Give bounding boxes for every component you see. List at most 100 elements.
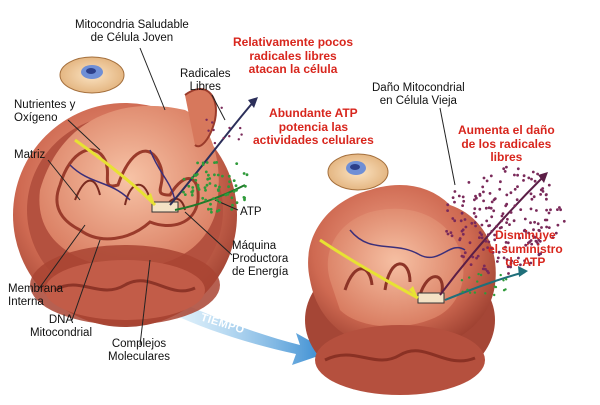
particle-dot bbox=[549, 208, 552, 212]
label-energy-machine: Máquina Productora de Energía bbox=[232, 240, 288, 279]
particle-dot bbox=[495, 224, 499, 228]
particle-dot bbox=[519, 208, 523, 212]
label-line: en Célula Vieja bbox=[379, 95, 457, 107]
particle-dot bbox=[527, 241, 530, 245]
particle-dot bbox=[536, 222, 540, 226]
label-line: Complejos bbox=[111, 338, 167, 350]
particle-dot bbox=[460, 211, 464, 215]
particle-dot bbox=[484, 267, 487, 271]
label-inner-membrane: Membrana Interna bbox=[8, 283, 63, 309]
particle-dot bbox=[232, 179, 236, 183]
particle-dot bbox=[502, 256, 506, 260]
particle-dot bbox=[498, 226, 502, 230]
particle-dot bbox=[218, 200, 222, 204]
particle-dot bbox=[477, 272, 480, 276]
note-line: de los radicales bbox=[461, 136, 552, 151]
note-line: libres bbox=[490, 150, 523, 164]
particle-dot bbox=[554, 231, 558, 235]
particle-dot bbox=[480, 223, 484, 227]
particle-dot bbox=[201, 161, 205, 165]
particle-dot bbox=[195, 172, 199, 176]
particle-dot bbox=[243, 198, 246, 202]
particle-dot bbox=[532, 228, 535, 232]
particle-dot bbox=[527, 231, 530, 235]
particle-dot bbox=[485, 219, 489, 223]
label-line: Radicales bbox=[180, 68, 231, 80]
particle-dot bbox=[451, 196, 455, 200]
note-line: Abundante ATP bbox=[269, 106, 358, 120]
particle-dot bbox=[203, 186, 207, 190]
particle-dot bbox=[445, 229, 448, 233]
particle-dot bbox=[461, 195, 465, 199]
particle-dot bbox=[509, 265, 512, 269]
particle-dot bbox=[221, 174, 224, 178]
particle-dot bbox=[502, 279, 505, 282]
particle-dot bbox=[539, 188, 543, 192]
label-line: de Energía bbox=[232, 266, 289, 278]
label-line: Moleculares bbox=[108, 351, 170, 363]
particle-dot bbox=[204, 188, 207, 192]
particle-dot bbox=[461, 204, 464, 208]
particle-dot bbox=[506, 241, 510, 245]
particle-dot bbox=[533, 236, 537, 239]
particle-dot bbox=[500, 219, 503, 223]
label-free-radicals: Radicales Libres bbox=[180, 68, 231, 94]
particle-dot bbox=[191, 186, 195, 189]
particle-dot bbox=[207, 207, 210, 211]
label-mitochondrial-dna: DNA Mitocondrial bbox=[30, 314, 92, 340]
particle-dot bbox=[215, 161, 219, 164]
particle-dot bbox=[490, 200, 494, 204]
particle-dot bbox=[529, 192, 533, 196]
particle-dot bbox=[486, 246, 489, 250]
note-abundant-atp: Abundante ATP potencia las actividades c… bbox=[253, 106, 374, 148]
particle-dot bbox=[499, 180, 502, 184]
particle-dot bbox=[474, 194, 477, 198]
particle-dot bbox=[462, 255, 465, 259]
particle-dot bbox=[516, 167, 520, 171]
label-matrix: Matriz bbox=[14, 149, 46, 161]
particle-dot bbox=[496, 260, 499, 263]
particle-dot bbox=[504, 288, 507, 291]
particle-dot bbox=[461, 290, 464, 293]
particle-dot bbox=[498, 187, 502, 191]
note-few-radicals: Relativamente pocos radicales libres ata… bbox=[233, 35, 353, 77]
particle-dot bbox=[509, 211, 513, 214]
particle-dot bbox=[453, 200, 456, 204]
particle-dot bbox=[205, 118, 208, 122]
particle-dot bbox=[461, 228, 465, 232]
particle-dot bbox=[213, 141, 217, 145]
particle-dot bbox=[487, 271, 490, 275]
particle-dot bbox=[196, 183, 200, 187]
particle-dot bbox=[234, 184, 238, 188]
radicals-arrow-young bbox=[169, 99, 256, 206]
particle-dot bbox=[468, 276, 471, 279]
particle-dot bbox=[484, 292, 487, 295]
particle-dot bbox=[478, 236, 481, 240]
particle-dot bbox=[493, 197, 497, 201]
particle-dot bbox=[510, 259, 513, 263]
particle-dot bbox=[220, 106, 223, 110]
particle-dot bbox=[486, 233, 490, 237]
particle-dot bbox=[207, 129, 210, 132]
particle-dot bbox=[228, 180, 232, 184]
particle-dot bbox=[480, 233, 483, 237]
particle-dot bbox=[558, 206, 561, 209]
particle-dot bbox=[481, 185, 485, 189]
particle-dot bbox=[469, 263, 473, 266]
particle-dot bbox=[228, 126, 231, 130]
particle-dot bbox=[207, 173, 210, 177]
particle-dot bbox=[529, 261, 533, 265]
note-line: atacan la célula bbox=[248, 62, 338, 76]
particle-dot bbox=[505, 278, 508, 281]
label-nutrients-oxygen: Nutrientes y Oxígeno bbox=[14, 99, 75, 125]
particle-dot bbox=[476, 254, 480, 258]
particle-dot bbox=[201, 196, 205, 200]
particle-dot bbox=[562, 219, 566, 223]
note-line: Aumenta el daño bbox=[458, 123, 555, 137]
particle-dot bbox=[214, 184, 217, 188]
particle-dot bbox=[535, 209, 538, 212]
particle-dot bbox=[217, 208, 221, 212]
particle-dot bbox=[484, 206, 488, 210]
label-line: de Célula Joven bbox=[90, 32, 174, 44]
